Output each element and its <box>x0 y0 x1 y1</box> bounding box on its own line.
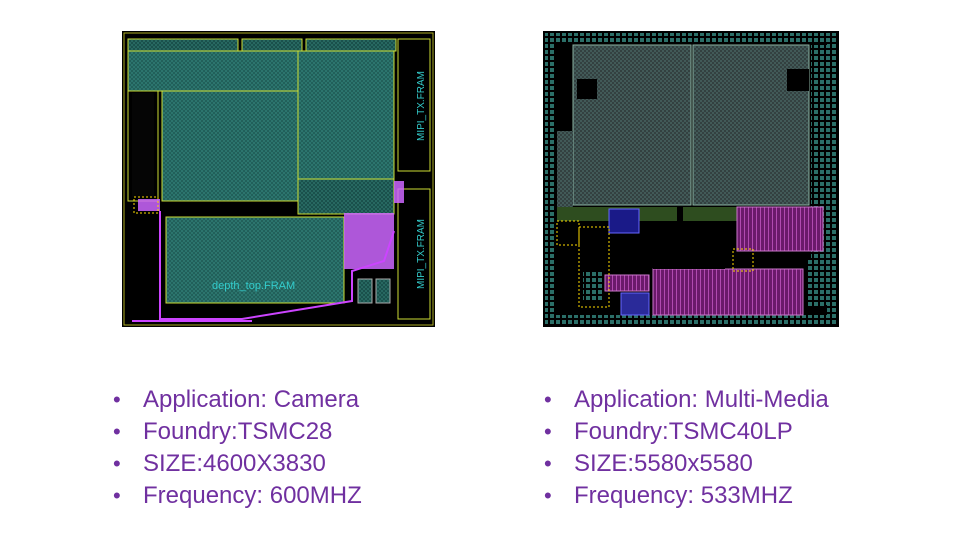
chip-layout-camera: depth_top.FRAM MIPI_TX.FRAM MIPI_TX.FRAM <box>122 31 435 327</box>
multimedia-floorplan <box>543 31 839 327</box>
spec-size: SIZE:4600X3830 <box>113 448 362 480</box>
spec-frequency: Frequency: 600MHZ <box>113 480 362 512</box>
spec-application: Application: Multi-Media <box>544 384 829 416</box>
spec-foundry: Foundry:TSMC28 <box>113 416 362 448</box>
camera-floorplan: depth_top.FRAM MIPI_TX.FRAM MIPI_TX.FRAM <box>122 31 435 327</box>
spec-application: Application: Camera <box>113 384 362 416</box>
multimedia-spec-list: Application: Multi-Media Foundry:TSMC40L… <box>544 384 829 512</box>
camera-spec-list: Application: Camera Foundry:TSMC28 SIZE:… <box>113 384 362 512</box>
spec-size: SIZE:5580x5580 <box>544 448 829 480</box>
chip-layout-multimedia <box>543 31 839 327</box>
mipi-tx-label-top: MIPI_TX.FRAM <box>416 71 427 141</box>
spec-frequency: Frequency: 533MHZ <box>544 480 829 512</box>
spec-foundry: Foundry:TSMC40LP <box>544 416 829 448</box>
depth-top-label: depth_top.FRAM <box>212 280 295 292</box>
mipi-tx-label-bottom: MIPI_TX.FRAM <box>416 219 427 289</box>
